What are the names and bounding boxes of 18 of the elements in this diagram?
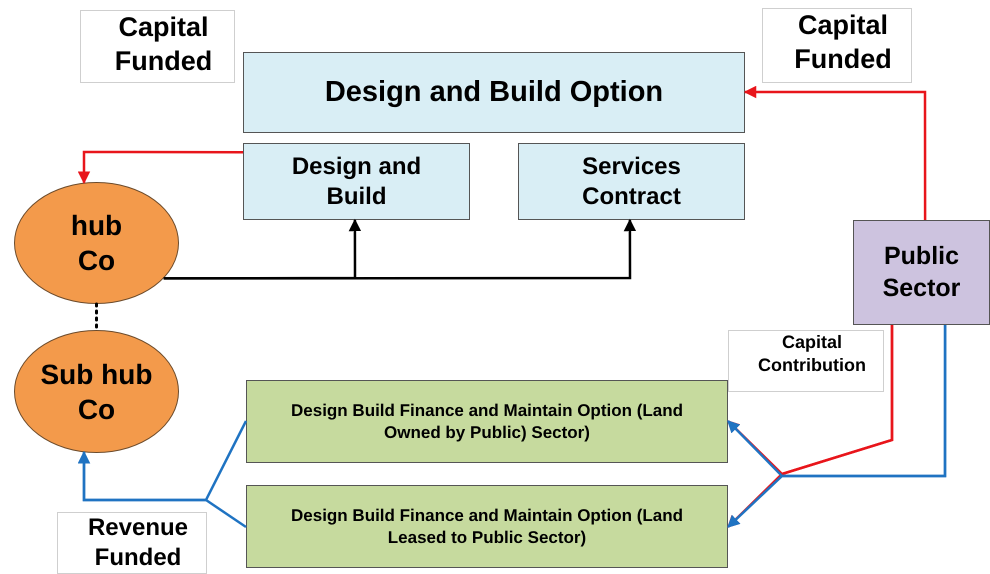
option-box: Design Build Finance and Maintain Option (Land Owned by Public) Sector) xyxy=(246,380,728,463)
note-box: Capital Funded xyxy=(80,10,235,83)
note-box: Capital Contribution xyxy=(728,330,884,392)
arrow xyxy=(727,325,946,528)
arrow xyxy=(744,86,926,220)
note-box: Capital Funded xyxy=(762,8,912,83)
organisation-ellipse: hub Co xyxy=(14,182,179,304)
option-box: Design Build Finance and Maintain Option (Land Leased to Public Sector) xyxy=(246,485,728,568)
process-box: Services Contract xyxy=(518,143,745,220)
organisation-ellipse: Sub hub Co xyxy=(14,330,179,453)
dotted-line xyxy=(95,302,98,332)
option-box: Design and Build Option xyxy=(243,52,745,133)
note-box: Revenue Funded xyxy=(57,512,207,574)
sector-box: Public Sector xyxy=(853,220,990,325)
arrow xyxy=(78,451,247,528)
arrow xyxy=(164,218,636,280)
process-box: Design and Build xyxy=(243,143,470,220)
arrow xyxy=(78,150,243,184)
